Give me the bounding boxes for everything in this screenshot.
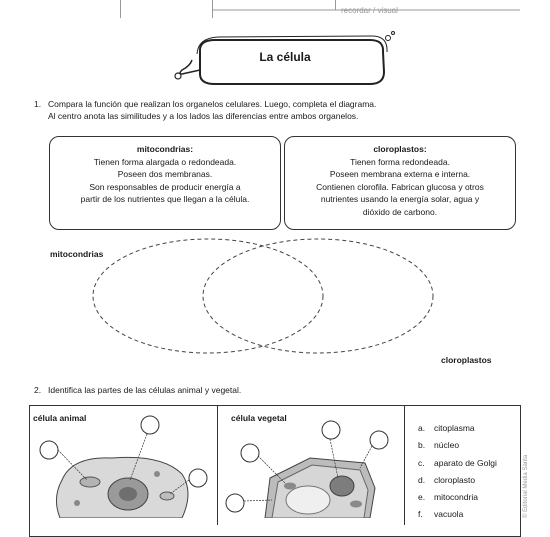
answer-circle[interactable] [321,420,341,440]
table-divider [217,405,218,525]
vesicle [154,471,160,477]
chloroplast [284,482,296,490]
plant-cell-illustration [225,420,389,518]
answer-circle[interactable] [369,430,389,450]
item-letter: d. [418,474,426,485]
table-divider [404,405,405,525]
list-item: e. mitocondria [418,489,497,506]
box-line: dióxido de carbono. [362,206,438,217]
list-item: a. citoplasma [418,420,497,437]
box-title: cloroplastos: [373,144,427,154]
answer-circle[interactable] [188,468,208,488]
venn-circle-left[interactable] [92,238,324,354]
box-title: mitocondrias: [136,144,194,154]
header-divider [335,0,336,10]
box-line: Tienen forma redondeada. [350,156,450,167]
plant-cell-title: célula vegetal [231,413,287,423]
answer-circle[interactable] [225,493,245,513]
pointer-line [57,449,88,481]
box-line: Son responsables de producir energía a [89,181,241,192]
item-letter: f. [418,509,423,520]
animal-cell-illustration [39,415,208,518]
box-line: Tienen forma alargada o redondeada. [93,156,237,167]
item-label: vacuola [434,509,464,520]
pointer-line [243,499,273,502]
mitochondria-box: mitocondrias: Tienen forma alargada o re… [49,136,281,230]
vesicle [74,500,80,506]
item-label: mitocondria [434,492,478,503]
item-letter: b. [418,440,426,451]
box-line: nutrientes usando la energía solar, agua… [320,194,480,204]
list-item: b. núcleo [418,437,497,454]
answer-circle[interactable] [240,443,260,463]
header-divider [212,0,213,18]
pointer-line [129,433,148,481]
nucleus [329,475,355,497]
venn-label-right: cloroplastos [441,355,492,365]
question-1: 1. Compara la función que realizan los or… [34,98,514,122]
question-text: Compara la función que realizan los orga… [48,99,377,109]
nucleus-inner [119,487,137,501]
chloroplast [350,500,362,508]
item-label: citoplasma [434,423,475,433]
question-text: Al centro anota las similitudes y a los … [48,111,359,121]
pointer-line [359,445,373,469]
header-line [212,9,520,11]
animal-cell-title: célula animal [33,413,87,423]
box-line: Contienen clorofila. Fabrican glucosa y … [316,181,484,192]
header-label: recordar / visual [341,6,398,15]
item-label: aparato de Golgi [434,457,497,468]
list-item: c. aparato de Golgi [418,455,497,472]
answer-circle[interactable] [140,415,160,435]
pointer-line [169,479,190,495]
list-item: d. cloroplasto [418,472,497,489]
mitochondrion [79,476,101,488]
venn-diagram [92,238,434,354]
parts-list: a. citoplasma b. núcleo c. aparato de Golgi… [418,420,497,524]
vacuole [285,485,331,515]
chloroplast-box: cloroplastos: Tienen forma redondeada. P… [284,136,516,230]
pointer-line [257,455,287,485]
box-line: Poseen dos membranas. [117,169,213,179]
question-text: Identifica las partes de las células ani… [48,385,242,395]
question-2: 2. Identifica las partes de las células a… [34,384,514,396]
item-label: núcleo [434,440,460,451]
item-letter: a. [418,423,426,433]
publisher-note: © Editorial Media Santa [523,454,529,518]
item-letter: c. [418,457,425,468]
venn-circle-right[interactable] [202,238,434,354]
question-number: 1. [34,99,42,109]
speech-bubble-icon [174,31,395,85]
venn-label-left: mitocondrias [50,249,104,259]
pointer-line [329,438,339,479]
box-line: Poseen membrana externa e interna. [329,169,471,179]
item-label: cloroplasto [434,474,476,485]
answer-circle[interactable] [39,440,59,460]
list-item: f. vacuola [418,506,497,523]
organelle [159,491,175,501]
question-number: 2. [34,385,42,395]
title-bubble: La célula [170,30,400,92]
page-title: La célula [259,50,311,64]
box-line: partir de los nutrientes que llegan a la… [80,194,250,204]
item-letter: e. [418,492,426,503]
header-divider [120,0,121,18]
